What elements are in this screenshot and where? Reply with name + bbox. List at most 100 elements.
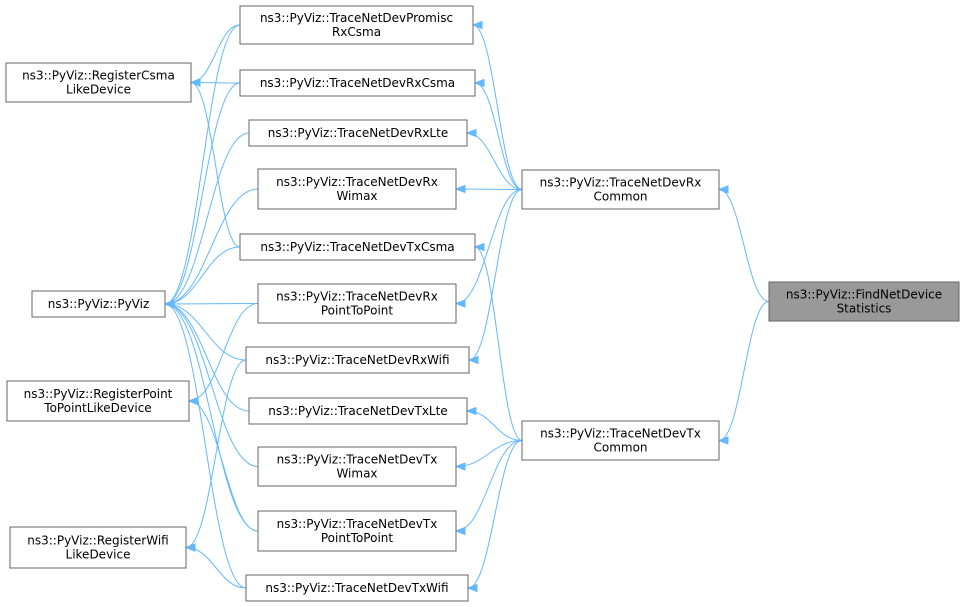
node-label: ns3::PyViz::TraceNetDevRx [540, 176, 702, 190]
edge-rxp2p-to-rxcommon [455, 189, 523, 304]
graph-node-txlte[interactable]: ns3::PyViz::TraceNetDevTxLte [248, 397, 468, 425]
node-box[interactable] [6, 380, 190, 422]
node-label: Wimax [336, 467, 377, 481]
edge-regp2p-to-rxp2p [188, 303, 259, 402]
node-box[interactable] [245, 346, 470, 374]
edge-txcommon-to-find [718, 301, 770, 441]
node-box[interactable] [257, 168, 457, 210]
node-label: ns3::PyViz::FindNetDevice [786, 288, 942, 302]
node-box[interactable] [239, 5, 474, 45]
edge-pyviz-to-rxwimax [164, 188, 259, 305]
edge-arrowhead [454, 462, 466, 471]
node-box[interactable] [31, 290, 166, 318]
node-box[interactable] [521, 420, 720, 461]
edge-arrowhead [465, 128, 477, 138]
node-box[interactable] [768, 281, 960, 322]
node-label: ns3::PyViz::TraceNetDevTxLte [268, 404, 447, 418]
node-label: LikeDevice [66, 83, 131, 97]
edge-txlte-to-txcommon [466, 410, 523, 441]
node-label: ns3::PyViz::TraceNetDevRx [276, 175, 438, 189]
node-label: ns3::PyViz::TraceNetDevRxWifi [265, 353, 449, 367]
node-box[interactable] [9, 526, 187, 569]
edge-regcsma-to-txcsma [190, 82, 241, 248]
node-label: PointToPoint [321, 304, 394, 318]
edge-arrowhead [466, 583, 478, 593]
node-label: ns3::PyViz::RegisterWifi [27, 534, 168, 548]
node-label: ns3::PyViz::TraceNetDevRxCsma [260, 76, 455, 90]
edge-pyviz-to-txwifi [164, 303, 247, 589]
graph-node-regp2p[interactable]: ns3::PyViz::RegisterPointToPointLikeDevi… [6, 380, 190, 422]
edge-pyviz-to-txcsma [164, 246, 241, 305]
node-label: ns3::PyViz::TraceNetDevRx [276, 290, 438, 304]
node-box[interactable] [248, 119, 468, 147]
node-label: ns3::PyViz::TraceNetDevTxCsma [260, 240, 454, 254]
edge-arrowhead [717, 436, 729, 445]
node-label: ns3::PyViz::TraceNetDevRxLte [268, 126, 448, 140]
edge-arrowhead [717, 185, 729, 194]
node-box[interactable] [248, 397, 468, 425]
node-label: PointToPoint [321, 531, 394, 545]
node-label: ns3::PyViz::RegisterPoint [24, 387, 173, 401]
edge-pyviz-to-txlte [164, 303, 250, 412]
node-box[interactable] [257, 510, 457, 552]
edge-arrowhead [454, 526, 466, 536]
node-box[interactable] [521, 169, 720, 210]
node-label: ns3::PyViz::TraceNetDevTxWifi [265, 581, 448, 595]
node-label: ns3::PyViz::TraceNetDevPromisc [260, 11, 453, 25]
edge-arrowhead [189, 78, 201, 87]
graph-node-txwifi[interactable]: ns3::PyViz::TraceNetDevTxWifi [245, 574, 469, 602]
graph-node-txcsma[interactable]: ns3::PyViz::TraceNetDevTxCsma [239, 233, 476, 261]
graph-node-rxcsma[interactable]: ns3::PyViz::TraceNetDevRxCsma [239, 69, 476, 97]
node-label: Wimax [336, 189, 377, 203]
edge-rxcsma-to-rxcommon [474, 82, 523, 190]
node-box[interactable] [245, 574, 469, 602]
node-label: ToPointLikeDevice [43, 401, 151, 415]
edge-arrowhead [467, 355, 479, 365]
graph-node-rxwifi[interactable]: ns3::PyViz::TraceNetDevRxWifi [245, 346, 470, 374]
node-label: Common [593, 441, 647, 455]
edge-pyviz-to-rxcsma [164, 82, 241, 305]
node-box[interactable] [257, 283, 457, 324]
node-label: ns3::PyViz::RegisterCsma [22, 69, 175, 83]
node-label: LikeDevice [66, 548, 131, 562]
node-label: ns3::PyViz::TraceNetDevTx [277, 517, 438, 531]
edge-pyviz-to-rxlte [164, 132, 250, 305]
edge-pyviz-to-rxp2p [164, 303, 259, 305]
edge-arrowhead [454, 299, 466, 308]
node-box[interactable] [239, 233, 476, 261]
edge-promisc-to-rxcommon [472, 24, 523, 190]
edges-layer [163, 20, 770, 593]
node-label: RxCsma [332, 25, 381, 39]
edge-arrowhead [473, 78, 485, 88]
node-label: Common [593, 190, 647, 204]
edge-arrowhead [454, 184, 466, 194]
edge-rxwimax-to-rxcommon [455, 188, 523, 190]
edge-pyviz-to-txwimax [164, 303, 259, 467]
node-box[interactable] [257, 446, 457, 487]
edge-regcsma-to-promisc [190, 24, 241, 83]
edge-arrowhead [471, 20, 483, 30]
node-label: ns3::PyViz::TraceNetDevTx [540, 427, 701, 441]
node-label: ns3::PyViz::PyViz [48, 297, 150, 311]
graph-node-rxlte[interactable]: ns3::PyViz::TraceNetDevRxLte [248, 119, 468, 147]
edge-rxcommon-to-find [718, 189, 770, 302]
edge-rxwifi-to-rxcommon [468, 189, 523, 361]
edge-regwifi-to-rxwifi [185, 359, 247, 548]
edge-arrowhead [184, 543, 196, 552]
edge-arrowhead [163, 299, 175, 309]
edge-regp2p-to-txp2p [188, 400, 259, 532]
node-box[interactable] [239, 69, 476, 97]
graph-node-pyviz[interactable]: ns3::PyViz::PyViz [31, 290, 166, 318]
edge-arrowhead [187, 396, 199, 406]
node-box[interactable] [5, 62, 192, 103]
